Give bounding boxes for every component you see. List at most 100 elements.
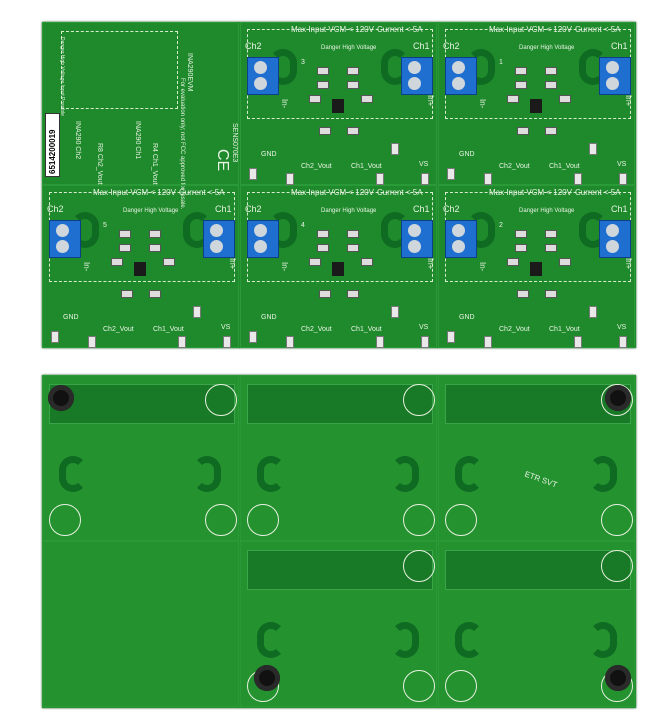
resistor bbox=[515, 81, 527, 89]
terminal-block-right bbox=[401, 57, 433, 95]
pcb-top-board: INA290EVM For evaluation only; not FCC a… bbox=[42, 22, 636, 348]
c-pad bbox=[59, 456, 87, 492]
danger-label: Danger High Voltage bbox=[519, 208, 575, 214]
resistor bbox=[149, 244, 161, 252]
mounting-circle bbox=[601, 550, 633, 582]
vs-label: VS bbox=[617, 324, 627, 331]
screw-icon bbox=[606, 224, 619, 237]
schematic-outline bbox=[61, 31, 178, 109]
resistor bbox=[545, 127, 557, 135]
mounting-circle bbox=[205, 384, 237, 416]
ch1-vout-label: Ch1_Vout bbox=[549, 163, 580, 170]
resistor bbox=[119, 244, 131, 252]
ch2-label: Ch2 bbox=[245, 41, 262, 51]
amp-ch1-label: INA290 Ch1 bbox=[134, 121, 141, 160]
schematic-title: INA290EVM bbox=[186, 53, 193, 92]
screw-icon bbox=[408, 224, 421, 237]
current-label: Current < 5A bbox=[575, 188, 621, 197]
rubber-foot bbox=[254, 665, 280, 691]
in-minus-label: In- bbox=[478, 99, 487, 109]
ce-mark: CE bbox=[214, 148, 232, 172]
in-plus-label: In+ bbox=[228, 258, 237, 270]
mounting-circle bbox=[205, 504, 237, 536]
test-pad bbox=[589, 143, 597, 155]
resistor bbox=[507, 95, 519, 103]
vcm-label: Max Input VCM < 120V bbox=[489, 25, 572, 34]
gnd-label: GND bbox=[459, 314, 475, 321]
screw-icon bbox=[452, 61, 465, 74]
resistor bbox=[515, 230, 527, 238]
ch1-label: Ch1 bbox=[215, 204, 232, 214]
ch1-label: Ch1 bbox=[413, 204, 430, 214]
gnd-label: GND bbox=[63, 314, 79, 321]
serial-label: 6514200019 bbox=[45, 113, 60, 177]
ch1-vout-label: Ch1_Vout bbox=[549, 326, 580, 333]
screw-icon bbox=[606, 240, 619, 253]
c-pad bbox=[257, 456, 285, 492]
ch2-label: Ch2 bbox=[443, 204, 460, 214]
terminal-block-left bbox=[445, 57, 477, 95]
ch2-vout-label: Ch2_Vout bbox=[499, 163, 530, 170]
vcm-label: Max Input VCM < 120V bbox=[489, 188, 572, 197]
resistor bbox=[121, 290, 133, 298]
test-pad bbox=[447, 168, 455, 180]
mounting-circle bbox=[403, 670, 435, 702]
test-pad bbox=[286, 173, 294, 185]
warning-text: Danger High Voltage Input Possible bbox=[59, 37, 65, 116]
right-c-pad bbox=[381, 212, 409, 248]
resistor bbox=[515, 67, 527, 75]
ic-chip bbox=[530, 99, 542, 113]
test-pad bbox=[223, 336, 231, 348]
resistor bbox=[309, 95, 321, 103]
ic-chip bbox=[332, 99, 344, 113]
screw-icon bbox=[56, 240, 69, 253]
bottom-cell bbox=[240, 541, 437, 707]
test-pad bbox=[376, 173, 384, 185]
resistor bbox=[317, 230, 329, 238]
c-pad bbox=[193, 456, 221, 492]
resistor bbox=[347, 244, 359, 252]
mounting-circle bbox=[403, 504, 435, 536]
screw-icon bbox=[254, 61, 267, 74]
c-pad bbox=[391, 456, 419, 492]
test-pad bbox=[619, 336, 627, 348]
resistor bbox=[517, 127, 529, 135]
ch1-vout-label: Ch1_Vout bbox=[153, 326, 184, 333]
screw-icon bbox=[408, 240, 421, 253]
screw-icon bbox=[408, 61, 421, 74]
test-pad bbox=[619, 173, 627, 185]
screw-icon bbox=[210, 224, 223, 237]
in-plus-label: In+ bbox=[624, 95, 633, 107]
test-pad bbox=[249, 331, 257, 343]
resistor bbox=[119, 230, 131, 238]
resistor bbox=[559, 258, 571, 266]
in-minus-label: In- bbox=[478, 262, 487, 272]
resistor bbox=[517, 290, 529, 298]
resistor-label: 4 bbox=[301, 222, 305, 229]
mounting-circle bbox=[601, 384, 633, 416]
bottom-cell bbox=[438, 541, 635, 707]
ch2-label: Ch2 bbox=[443, 41, 460, 51]
shunt-strip bbox=[445, 550, 631, 590]
test-pad bbox=[88, 336, 96, 348]
screw-icon bbox=[452, 77, 465, 90]
vs-label: VS bbox=[419, 324, 429, 331]
resistor bbox=[317, 81, 329, 89]
terminal-block-left bbox=[49, 220, 81, 258]
terminal-block-left bbox=[247, 220, 279, 258]
in-plus-label: In+ bbox=[426, 95, 435, 107]
resistor bbox=[545, 67, 557, 75]
terminal-block-right bbox=[401, 220, 433, 258]
ch1-label: Ch1 bbox=[611, 41, 628, 51]
ch1-label: Ch1 bbox=[413, 41, 430, 51]
resistor bbox=[319, 127, 331, 135]
test-pad bbox=[178, 336, 186, 348]
resistor bbox=[111, 258, 123, 266]
resistor bbox=[149, 290, 161, 298]
out-ch2-label: R8 Ch2_Vout bbox=[96, 143, 103, 185]
vcm-label: Max Input VCM < 120V bbox=[93, 188, 176, 197]
vs-label: VS bbox=[221, 324, 231, 331]
